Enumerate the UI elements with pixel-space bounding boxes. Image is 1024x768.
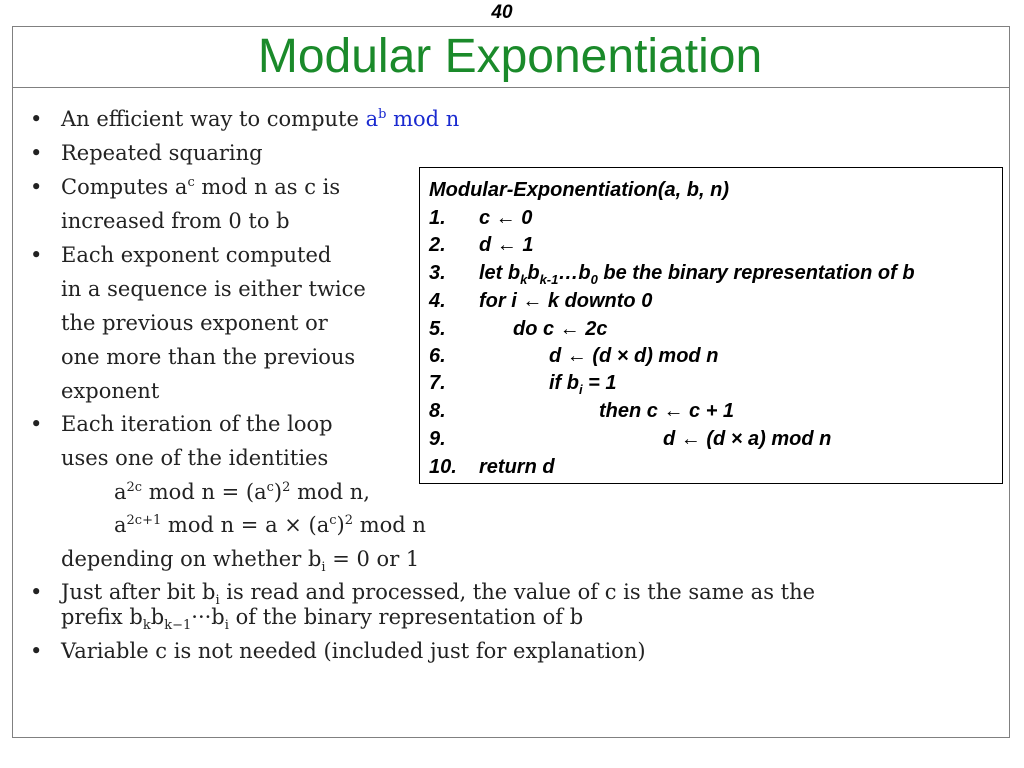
bullet-marker: • xyxy=(30,580,43,604)
bullet-marker: • xyxy=(30,175,43,199)
title-divider xyxy=(12,87,1010,88)
algorithm-box: Modular-Exponentiation(a, b, n) 1.c ← 0 … xyxy=(419,167,1003,484)
algorithm-line-3: 3.let bkbk-1…b0 be the binary representa… xyxy=(429,262,915,287)
bullet-just-after-line1: Just after bit bi is read and processed,… xyxy=(61,580,816,609)
algorithm-line-5: 5.do c ← 2c xyxy=(429,318,608,340)
bullet-repeated-squaring: Repeated squaring xyxy=(61,141,263,165)
bullet-exponent-line2: in a sequence is either twice xyxy=(61,277,366,301)
bullet-iteration-line3: depending on whether bi = 0 or 1 xyxy=(61,547,420,576)
algorithm-line-2: 2.d ← 1 xyxy=(429,234,534,256)
identity-1: a2c mod n = (ac)2 mod n, xyxy=(114,480,370,504)
identity-2: a2c+1 mod n = a × (ac)2 mod n xyxy=(114,513,426,537)
bullet-marker: • xyxy=(30,639,43,663)
bullet-exponent-line4: one more than the previous xyxy=(61,345,356,369)
algorithm-line-10: 10.return d xyxy=(429,456,555,478)
algorithm-line-9: 9.d ← (d × a) mod n xyxy=(429,428,832,450)
algorithm-header: Modular-Exponentiation(a, b, n) xyxy=(429,179,729,201)
bullet-exponent-line1: Each exponent computed xyxy=(61,243,332,267)
slide-frame xyxy=(12,26,1010,738)
algorithm-line-6: 6.d ← (d × d) mod n xyxy=(429,345,719,367)
algorithm-line-7: 7.if bi = 1 xyxy=(429,372,617,397)
bullet-iteration-line1: Each iteration of the loop xyxy=(61,412,333,436)
bullet-marker: • xyxy=(30,141,43,165)
bullet-just-after-line2: prefix bkbk−1···bi of the binary represe… xyxy=(61,605,584,634)
bullet-computes-line1: Computes ac mod n as c is xyxy=(61,175,341,199)
page-number: 40 xyxy=(491,2,513,23)
bullet-computes-line2: increased from 0 to b xyxy=(61,209,290,233)
bullet-efficient-way: An efficient way to compute ab mod n xyxy=(61,107,459,131)
algorithm-line-4: 4.for i ← k downto 0 xyxy=(429,290,653,312)
bullet-text: An efficient way to compute xyxy=(61,107,366,131)
algorithm-line-1: 1.c ← 0 xyxy=(429,207,533,229)
bullet-exponent-line3: the previous exponent or xyxy=(61,311,328,335)
bullet-variable-c: Variable c is not needed (included just … xyxy=(61,639,646,663)
bullet-marker: • xyxy=(30,107,43,131)
algorithm-line-8: 8.then c ← c + 1 xyxy=(429,400,735,422)
bullet-iteration-line2: uses one of the identities xyxy=(61,446,329,470)
expression-a-b-mod-n: ab mod n xyxy=(365,107,460,131)
slide-title: Modular Exponentiation xyxy=(257,30,763,83)
bullet-marker: • xyxy=(30,243,43,267)
bullet-marker: • xyxy=(30,412,43,436)
bullet-exponent-line5: exponent xyxy=(61,379,160,403)
